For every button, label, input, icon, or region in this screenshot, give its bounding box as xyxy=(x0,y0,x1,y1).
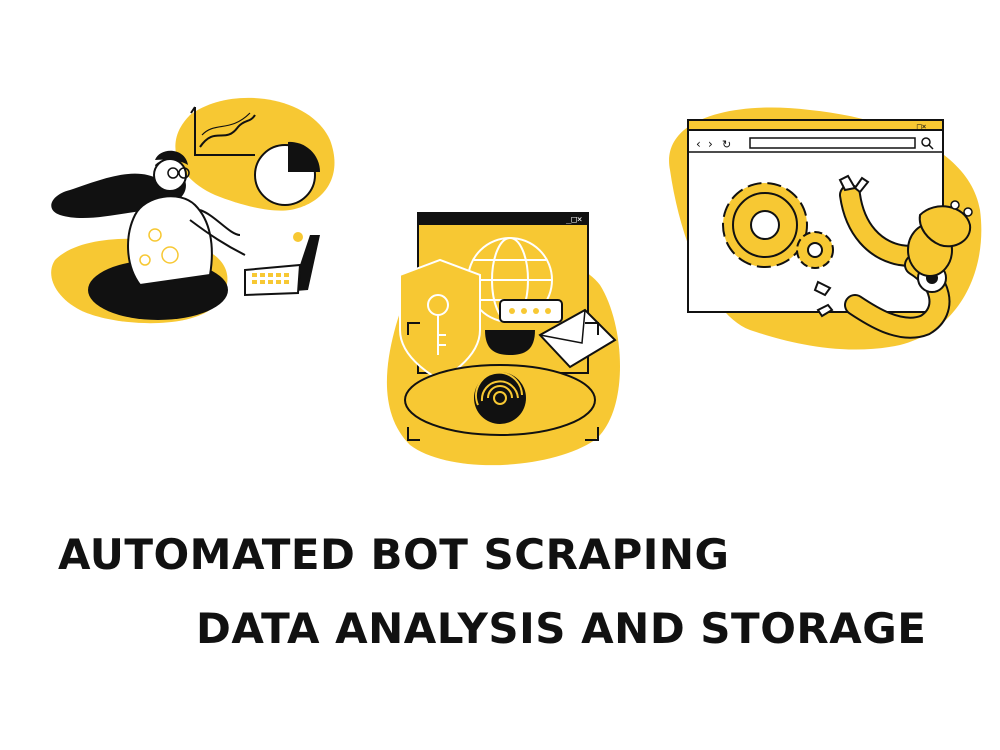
large-gear-icon xyxy=(722,182,808,268)
headline-automated-bot-scraping: AUTOMATED BOT SCRAPING xyxy=(58,530,730,579)
address-bar xyxy=(749,137,916,149)
envelope-icon xyxy=(538,308,617,369)
back-arrow-icon: ‹ xyxy=(696,137,701,151)
glasses-icon xyxy=(167,167,190,179)
small-gear-icon xyxy=(796,231,834,269)
robot-browser-illustration: _□× ‹ › ↻ xyxy=(669,107,982,350)
forward-arrow-icon: › xyxy=(708,137,713,151)
scan-frame-icon xyxy=(407,322,599,441)
woman-head xyxy=(153,158,187,192)
line-chart-icon xyxy=(190,106,256,156)
robot-head-icon xyxy=(918,200,973,248)
analyst-at-laptop-illustration xyxy=(51,97,335,324)
robot-claw-icon xyxy=(813,174,870,318)
pie-chart-icon xyxy=(254,141,321,206)
refresh-icon: ↻ xyxy=(722,138,731,151)
woman-arm xyxy=(189,219,246,256)
search-icon xyxy=(921,137,934,150)
woman-body xyxy=(127,195,213,287)
window-controls-icon: _□× xyxy=(912,122,927,131)
data-security-illustration: _□× xyxy=(386,212,620,466)
laptop-icon xyxy=(244,235,320,297)
robot-arm-icon xyxy=(839,184,961,339)
headline-data-analysis-storage: DATA ANALYSIS AND STORAGE xyxy=(196,604,927,653)
window-controls-icon: _□× xyxy=(566,215,582,225)
fingerprint-icon xyxy=(404,364,596,436)
password-field-icon xyxy=(499,299,563,323)
key-icon xyxy=(427,294,449,355)
